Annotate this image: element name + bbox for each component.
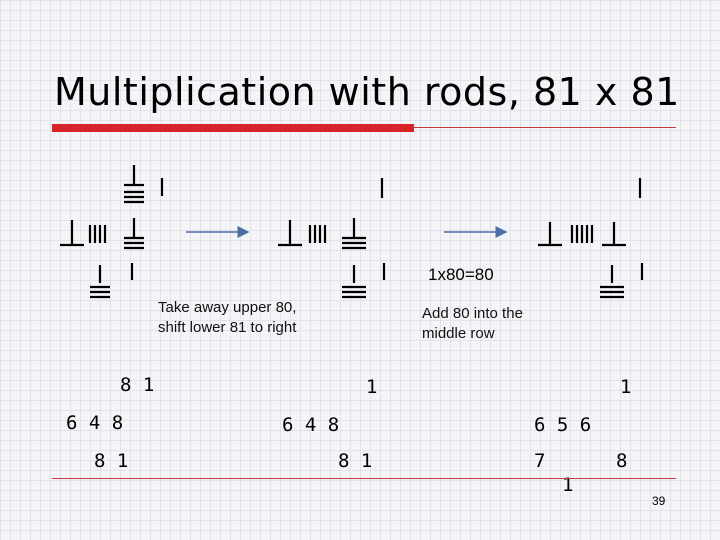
calc3-mid: 6 5 6 [534,414,592,436]
footer-rule [52,478,676,479]
calc3-top: 1 [620,376,632,398]
rods-panel-1 [60,165,164,299]
calc1-bot: 8 1 [94,450,129,472]
calc2-bot: 8 1 [338,450,373,472]
title-underline-red [52,124,414,132]
calc3-bot-left: 7 [534,450,546,472]
title-underline-thin [414,127,676,128]
note-add: Add 80 into the middle row [422,305,523,342]
calc1-top: 8 1 [120,374,155,396]
note-equation: 1x80=80 [428,265,494,284]
rods-panel-2 [278,178,386,299]
calc1-mid: 6 4 8 [66,412,124,434]
note-take-away: Take away upper 80, shift lower 81 to ri… [158,299,297,336]
page-number: 39 [652,494,666,508]
calc2-top: 1 [366,376,378,398]
calc3-bot-right: 8 [616,450,628,472]
rods-panel-3 [538,178,644,299]
slide-title: Multiplication with rods, 81 x 81 [54,70,680,114]
calc3-bot-sub: 1 [562,474,574,496]
calc2-mid: 6 4 8 [282,414,340,436]
